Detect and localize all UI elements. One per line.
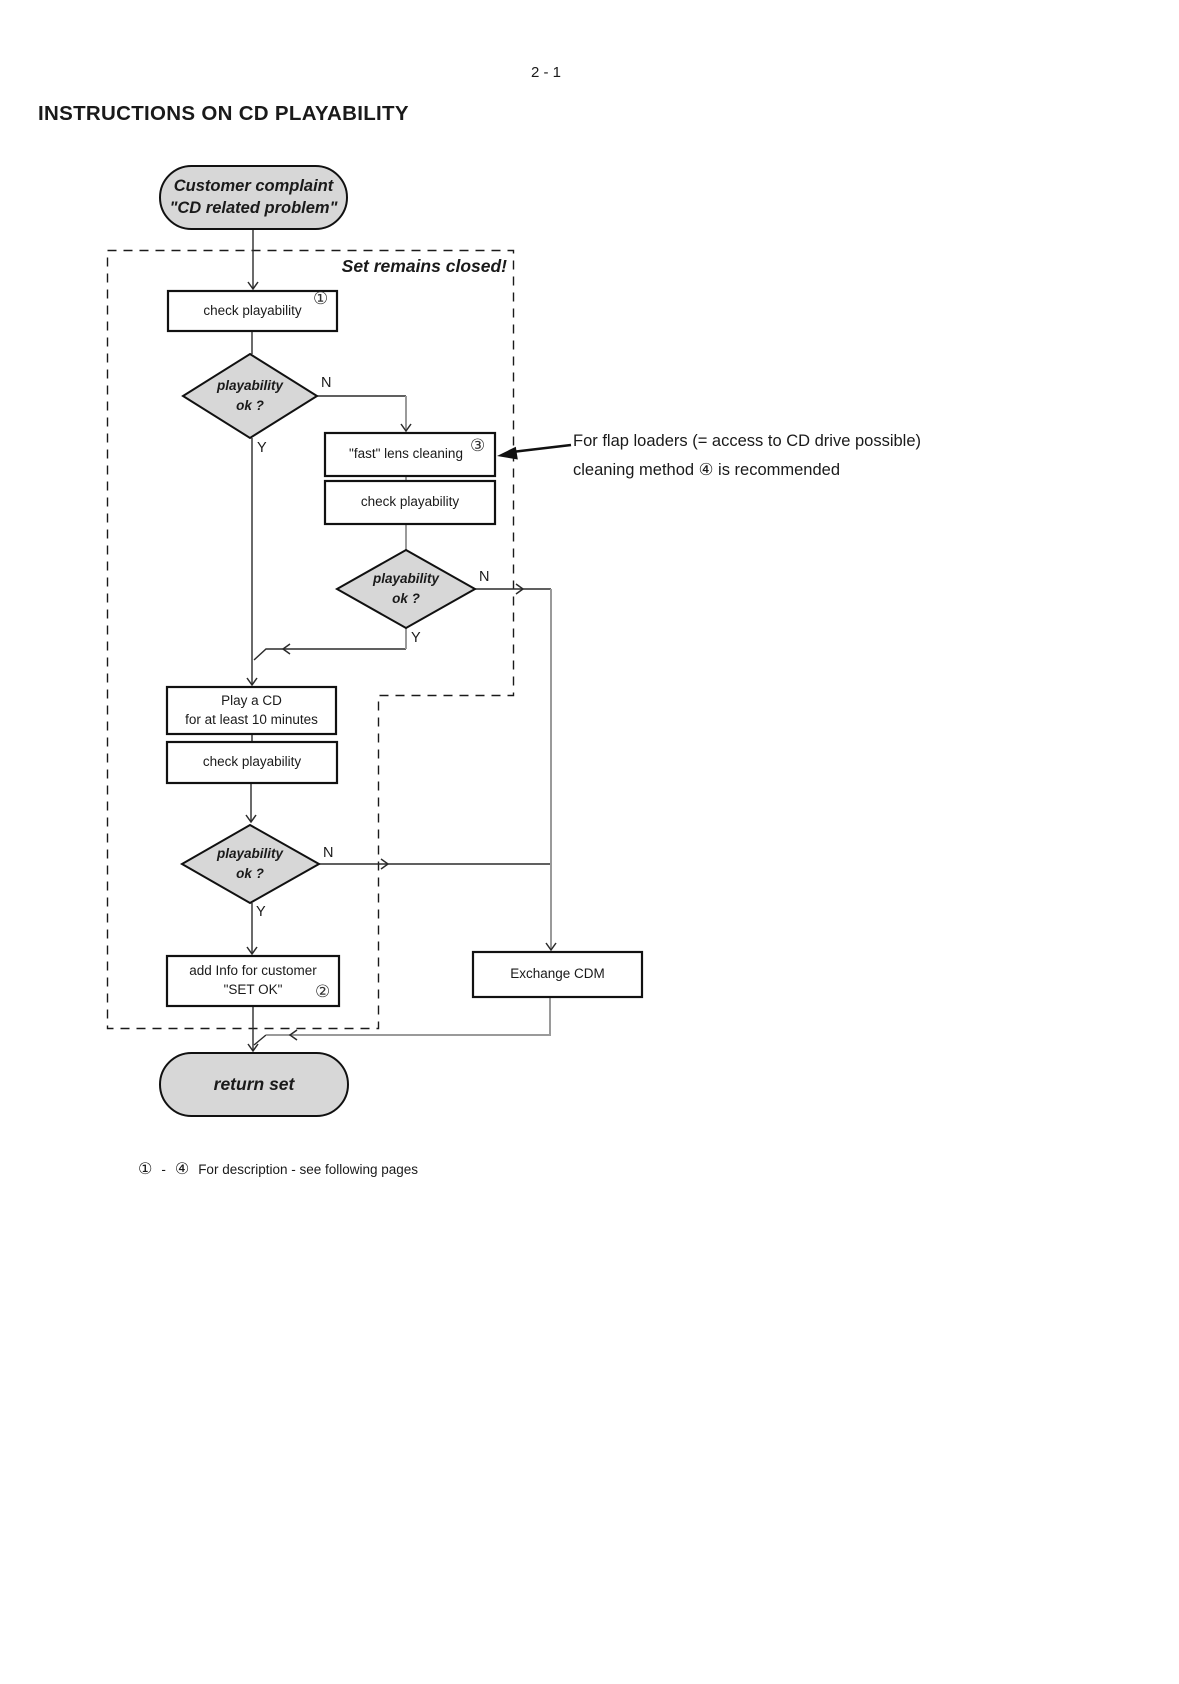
arrow-into-decision3 (245, 814, 257, 824)
edge-decision2-yes-merge (253, 648, 406, 661)
arrow-into-end (247, 1043, 259, 1053)
badge-1: ① (313, 289, 329, 308)
footnote-text: For description - see following pages (198, 1161, 419, 1177)
play-a-cd-line2: for at least 10 minutes (185, 711, 318, 727)
arrow-into-addinfo (246, 946, 258, 956)
arrow-no3-right (380, 858, 390, 870)
add-info-shape (165, 954, 341, 1008)
badge-2: ② (315, 982, 331, 1001)
end-node: return set (213, 1074, 295, 1095)
check-playability-1-label: check playability (203, 302, 302, 318)
start-line1: Customer complaint (173, 177, 334, 196)
decision-3-line1: playability (216, 845, 284, 861)
decision-2-line2: ok ? (392, 591, 420, 606)
annotation-line1: For flap loaders (= access to CD drive p… (573, 432, 922, 450)
branch-no-3: N (323, 845, 334, 861)
branch-yes-1: Y (257, 440, 267, 456)
badge-3: ③ (470, 436, 486, 455)
decision-1-label: playability ok ? (183, 368, 317, 424)
annotation-arrow-line (511, 443, 572, 454)
decision-3-shape (179, 823, 322, 905)
footnote-dash: - (161, 1161, 166, 1177)
branch-yes-2: Y (411, 630, 421, 646)
edge-exchange-out (266, 997, 551, 1036)
fast-lens-cleaning-shape (323, 431, 497, 478)
decision-3-label: playability ok ? (183, 836, 317, 892)
decision-2-shape (334, 548, 478, 630)
check-playability-3-shape (165, 740, 339, 785)
arrow-into-fastclean (400, 423, 412, 433)
flap-loader-annotation: For flap loaders (= access to CD drive p… (573, 427, 921, 485)
branch-no-1: N (321, 375, 332, 391)
arrow-no2-right (515, 583, 525, 595)
decision-1-line1: playability (216, 377, 284, 393)
play-a-cd-label: Play a CD for at least 10 minutes (167, 687, 336, 734)
check-playability-1-shape (166, 289, 339, 333)
start-node-shape (159, 165, 348, 230)
footnote-range-end: ④ (174, 1161, 190, 1178)
arrow-exchange-merge-left (288, 1029, 298, 1041)
check-playability-2-label: check playability (360, 494, 460, 510)
check-playability-2-shape (323, 479, 497, 526)
set-remains-closed-region (106, 249, 515, 1030)
branch-yes-3: Y (256, 904, 266, 920)
play-a-cd-line1: Play a CD (221, 692, 282, 708)
add-info-line1: add Info for customer (189, 963, 317, 979)
arrow-into-check1 (247, 281, 259, 291)
edge-exchange-merge-diagonal (253, 1034, 267, 1046)
add-info-line2: "SET OK" (223, 982, 283, 997)
footnote: ① - ④ For description - see following pa… (138, 1159, 418, 1179)
footnote-range-start: ① (138, 1161, 153, 1178)
exchange-cdm-label: Exchange CDM (510, 966, 605, 982)
annotation-arrowhead (497, 446, 518, 460)
page-number: 2 - 1 (530, 64, 561, 81)
arrow-into-playcd (246, 677, 258, 687)
play-a-cd-shape (165, 685, 338, 736)
check-playability-3-label: check playability (202, 754, 302, 770)
decision-2-label: playability ok ? (339, 561, 473, 617)
region-label: Set remains closed! (341, 256, 507, 276)
decision-1-shape (181, 352, 319, 440)
start-node: Customer complaint "CD related problem" (160, 166, 347, 229)
exchange-cdm-shape (471, 950, 644, 999)
arrow-into-exchange (545, 942, 557, 952)
start-line2: "CD related problem" (169, 198, 338, 217)
end-node-shape (159, 1052, 349, 1117)
arrow-yes2-left (281, 643, 291, 655)
add-info-label: add Info for customer "SET OK" (167, 956, 339, 1006)
annotation-line2: cleaning method ④ is recommended (573, 461, 841, 479)
fast-lens-cleaning-label: "fast" lens cleaning (349, 446, 463, 462)
page-title: INSTRUCTIONS ON CD PLAYABILITY (38, 102, 409, 125)
branch-no-2: N (479, 569, 490, 585)
decision-1-line2: ok ? (236, 398, 264, 413)
decision-2-line1: playability (372, 570, 440, 586)
decision-3-line2: ok ? (236, 866, 264, 881)
